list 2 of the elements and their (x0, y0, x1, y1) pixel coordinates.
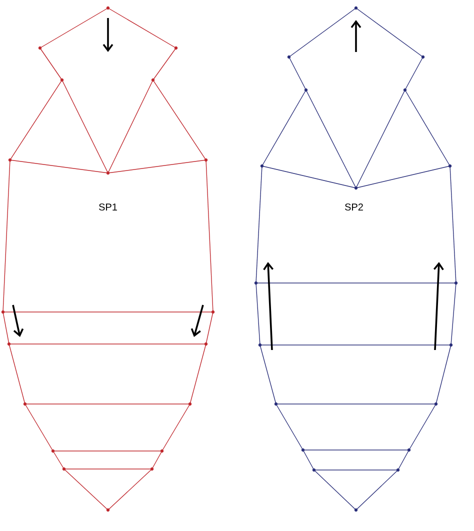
figure-label: SP2 (345, 203, 363, 211)
figure-label: SP1 (99, 203, 117, 211)
